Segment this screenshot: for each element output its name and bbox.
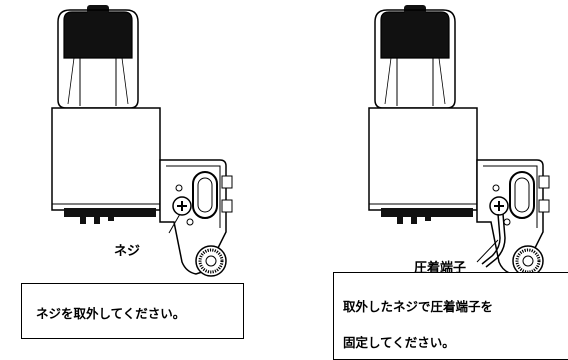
instruction-box-right: 取外したネジで圧着端子を 固定してください。 bbox=[333, 272, 568, 360]
screw-callout-line bbox=[168, 213, 181, 234]
instruction-box-left: ネジを取外してください。 bbox=[21, 283, 244, 339]
screw-label: ネジ bbox=[114, 244, 141, 259]
terminal-callout-line bbox=[476, 239, 499, 263]
instruction-text-line2: 固定してください。 bbox=[343, 335, 455, 350]
screw-icon bbox=[489, 196, 509, 216]
screw-icon bbox=[172, 196, 192, 216]
instruction-text: ネジを取外してください。 bbox=[36, 306, 186, 321]
crimp-terminal-icon bbox=[481, 213, 506, 268]
device-left bbox=[50, 3, 234, 278]
device-right bbox=[367, 3, 551, 278]
instruction-text-line1: 取外したネジで圧着端子を bbox=[343, 299, 494, 314]
